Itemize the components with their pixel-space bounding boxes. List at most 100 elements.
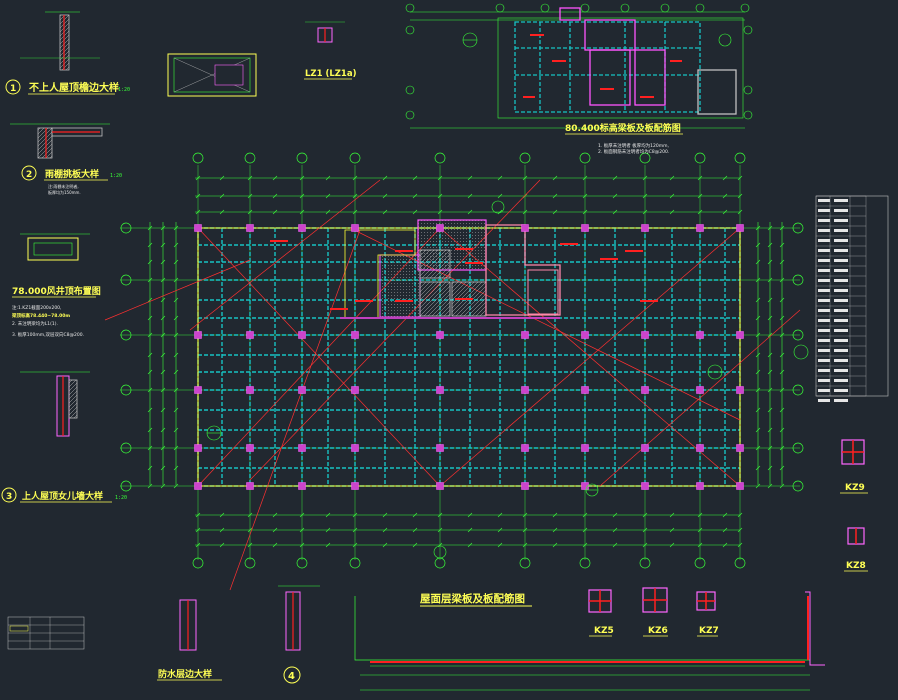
table-cell-text <box>818 199 830 202</box>
plan-column <box>696 386 704 394</box>
dim-tick <box>173 297 179 303</box>
dim-tick <box>219 209 225 215</box>
plan-column <box>736 386 744 394</box>
rebar-mark <box>270 240 288 242</box>
svg-text:梁顶标高78.440~78.00m: 梁顶标高78.440~78.00m <box>11 312 70 319</box>
dim-tick <box>160 259 166 265</box>
table-cell-text <box>834 209 848 212</box>
dim-tick <box>722 175 728 181</box>
dim-tick <box>382 193 388 199</box>
dim-tick <box>219 175 225 181</box>
table-cell-text <box>818 229 830 232</box>
dim-tick <box>767 242 773 248</box>
dim-tick <box>779 259 785 265</box>
axis-bubble-top <box>296 152 308 164</box>
plan-column <box>581 331 589 339</box>
diagonal-axis-lines <box>104 179 801 591</box>
lz1-detail: LZ1 (LZ1a) <box>304 21 357 80</box>
plan-column <box>521 444 529 452</box>
dim-tick <box>160 427 166 433</box>
dim-tick <box>767 259 773 265</box>
axis-bubble-bottom <box>349 557 361 569</box>
dim-tick <box>173 465 179 471</box>
dim-tick <box>382 175 388 181</box>
dim-tick <box>219 527 225 533</box>
dim-tick <box>612 175 618 181</box>
dim-tick <box>173 407 179 413</box>
plan-column <box>696 444 704 452</box>
kz5-detail: KZ5 <box>588 589 614 637</box>
dim-tick <box>497 175 503 181</box>
table-cell-text <box>818 289 830 292</box>
waterproof-title: 防水层边大样 <box>158 668 212 680</box>
table-cell-text <box>818 369 830 372</box>
table-cell-text <box>818 349 830 352</box>
dim-tick <box>160 407 166 413</box>
rebar-mark <box>395 250 413 252</box>
table-cell-text <box>834 309 848 312</box>
table-cell-text <box>834 249 848 252</box>
dim-tick <box>779 369 785 375</box>
dim-tick <box>173 369 179 375</box>
table-cell-text <box>818 399 830 402</box>
axis-bubble-bottom <box>579 557 591 569</box>
table-cell-text <box>834 219 848 222</box>
bottom-dimension-lines <box>195 514 740 546</box>
rebar-mark <box>640 300 658 302</box>
table-cell-text <box>818 209 830 212</box>
svg-text:2. 未注明梁均为L1(1).: 2. 未注明梁均为L1(1). <box>12 320 58 327</box>
kz7-detail: KZ7 <box>696 591 719 637</box>
detail-3: 3 上人屋顶女儿墙大样 1:20 <box>1 371 127 503</box>
dim-tick <box>325 542 331 548</box>
plan-column <box>581 444 589 452</box>
axis-bubble-80 <box>580 3 590 13</box>
axis-bubble-bottom <box>694 557 706 569</box>
plan-column <box>246 331 254 339</box>
dim-tick <box>755 259 761 265</box>
dim-tick <box>612 527 618 533</box>
dim-tick <box>412 527 418 533</box>
plan-column <box>194 386 202 394</box>
dim-tick <box>552 175 558 181</box>
detail-2: 2 雨棚挑板大样 1:20 注:雨棚未注明者, 板厚均为150mm. <box>10 123 122 195</box>
dim-tick <box>147 427 153 433</box>
section-symbols <box>206 200 809 559</box>
axis-bubble-80 <box>740 3 750 13</box>
dim-tick <box>755 242 761 248</box>
table-cell-text <box>818 249 830 252</box>
dim-tick <box>412 193 418 199</box>
dim-tick <box>755 297 761 303</box>
plan-column <box>298 224 306 232</box>
plan-column <box>736 224 744 232</box>
plan-column <box>351 224 359 232</box>
axis-bubble-left <box>120 329 132 341</box>
axis-bubble-bottom <box>639 557 651 569</box>
dim-tick <box>767 297 773 303</box>
dim-tick <box>722 527 728 533</box>
svg-text:注:1.KZ1截面200x200,: 注:1.KZ1截面200x200, <box>12 304 61 311</box>
bottom-section-strip <box>354 591 825 691</box>
dim-tick <box>160 242 166 248</box>
axis-bubble-80 <box>743 110 753 120</box>
dim-tick <box>467 209 473 215</box>
dim-tick <box>552 209 558 215</box>
dim-tick <box>767 315 773 321</box>
axis-bubble-top <box>579 152 591 164</box>
kz6-label: KZ6 <box>648 626 668 636</box>
core-zone <box>340 219 561 319</box>
dim-tick <box>173 242 179 248</box>
table-cell-text <box>834 369 848 372</box>
dim-tick <box>147 369 153 375</box>
plan-80-title: 80.400标高梁板及板配筋图 <box>565 122 681 134</box>
detail-4-number: 4 <box>288 671 295 682</box>
plan-column <box>581 386 589 394</box>
dim-tick <box>412 209 418 215</box>
dim-tick <box>467 193 473 199</box>
plan-column <box>351 386 359 394</box>
plan-78-000: 78.000风井顶布置图 注:1.KZ1截面200x200, 梁顶标高78.44… <box>11 233 101 338</box>
dim-tick <box>467 175 473 181</box>
dim-tick <box>755 315 761 321</box>
plan-column <box>696 482 704 490</box>
axis-bubble-80 <box>660 3 670 13</box>
